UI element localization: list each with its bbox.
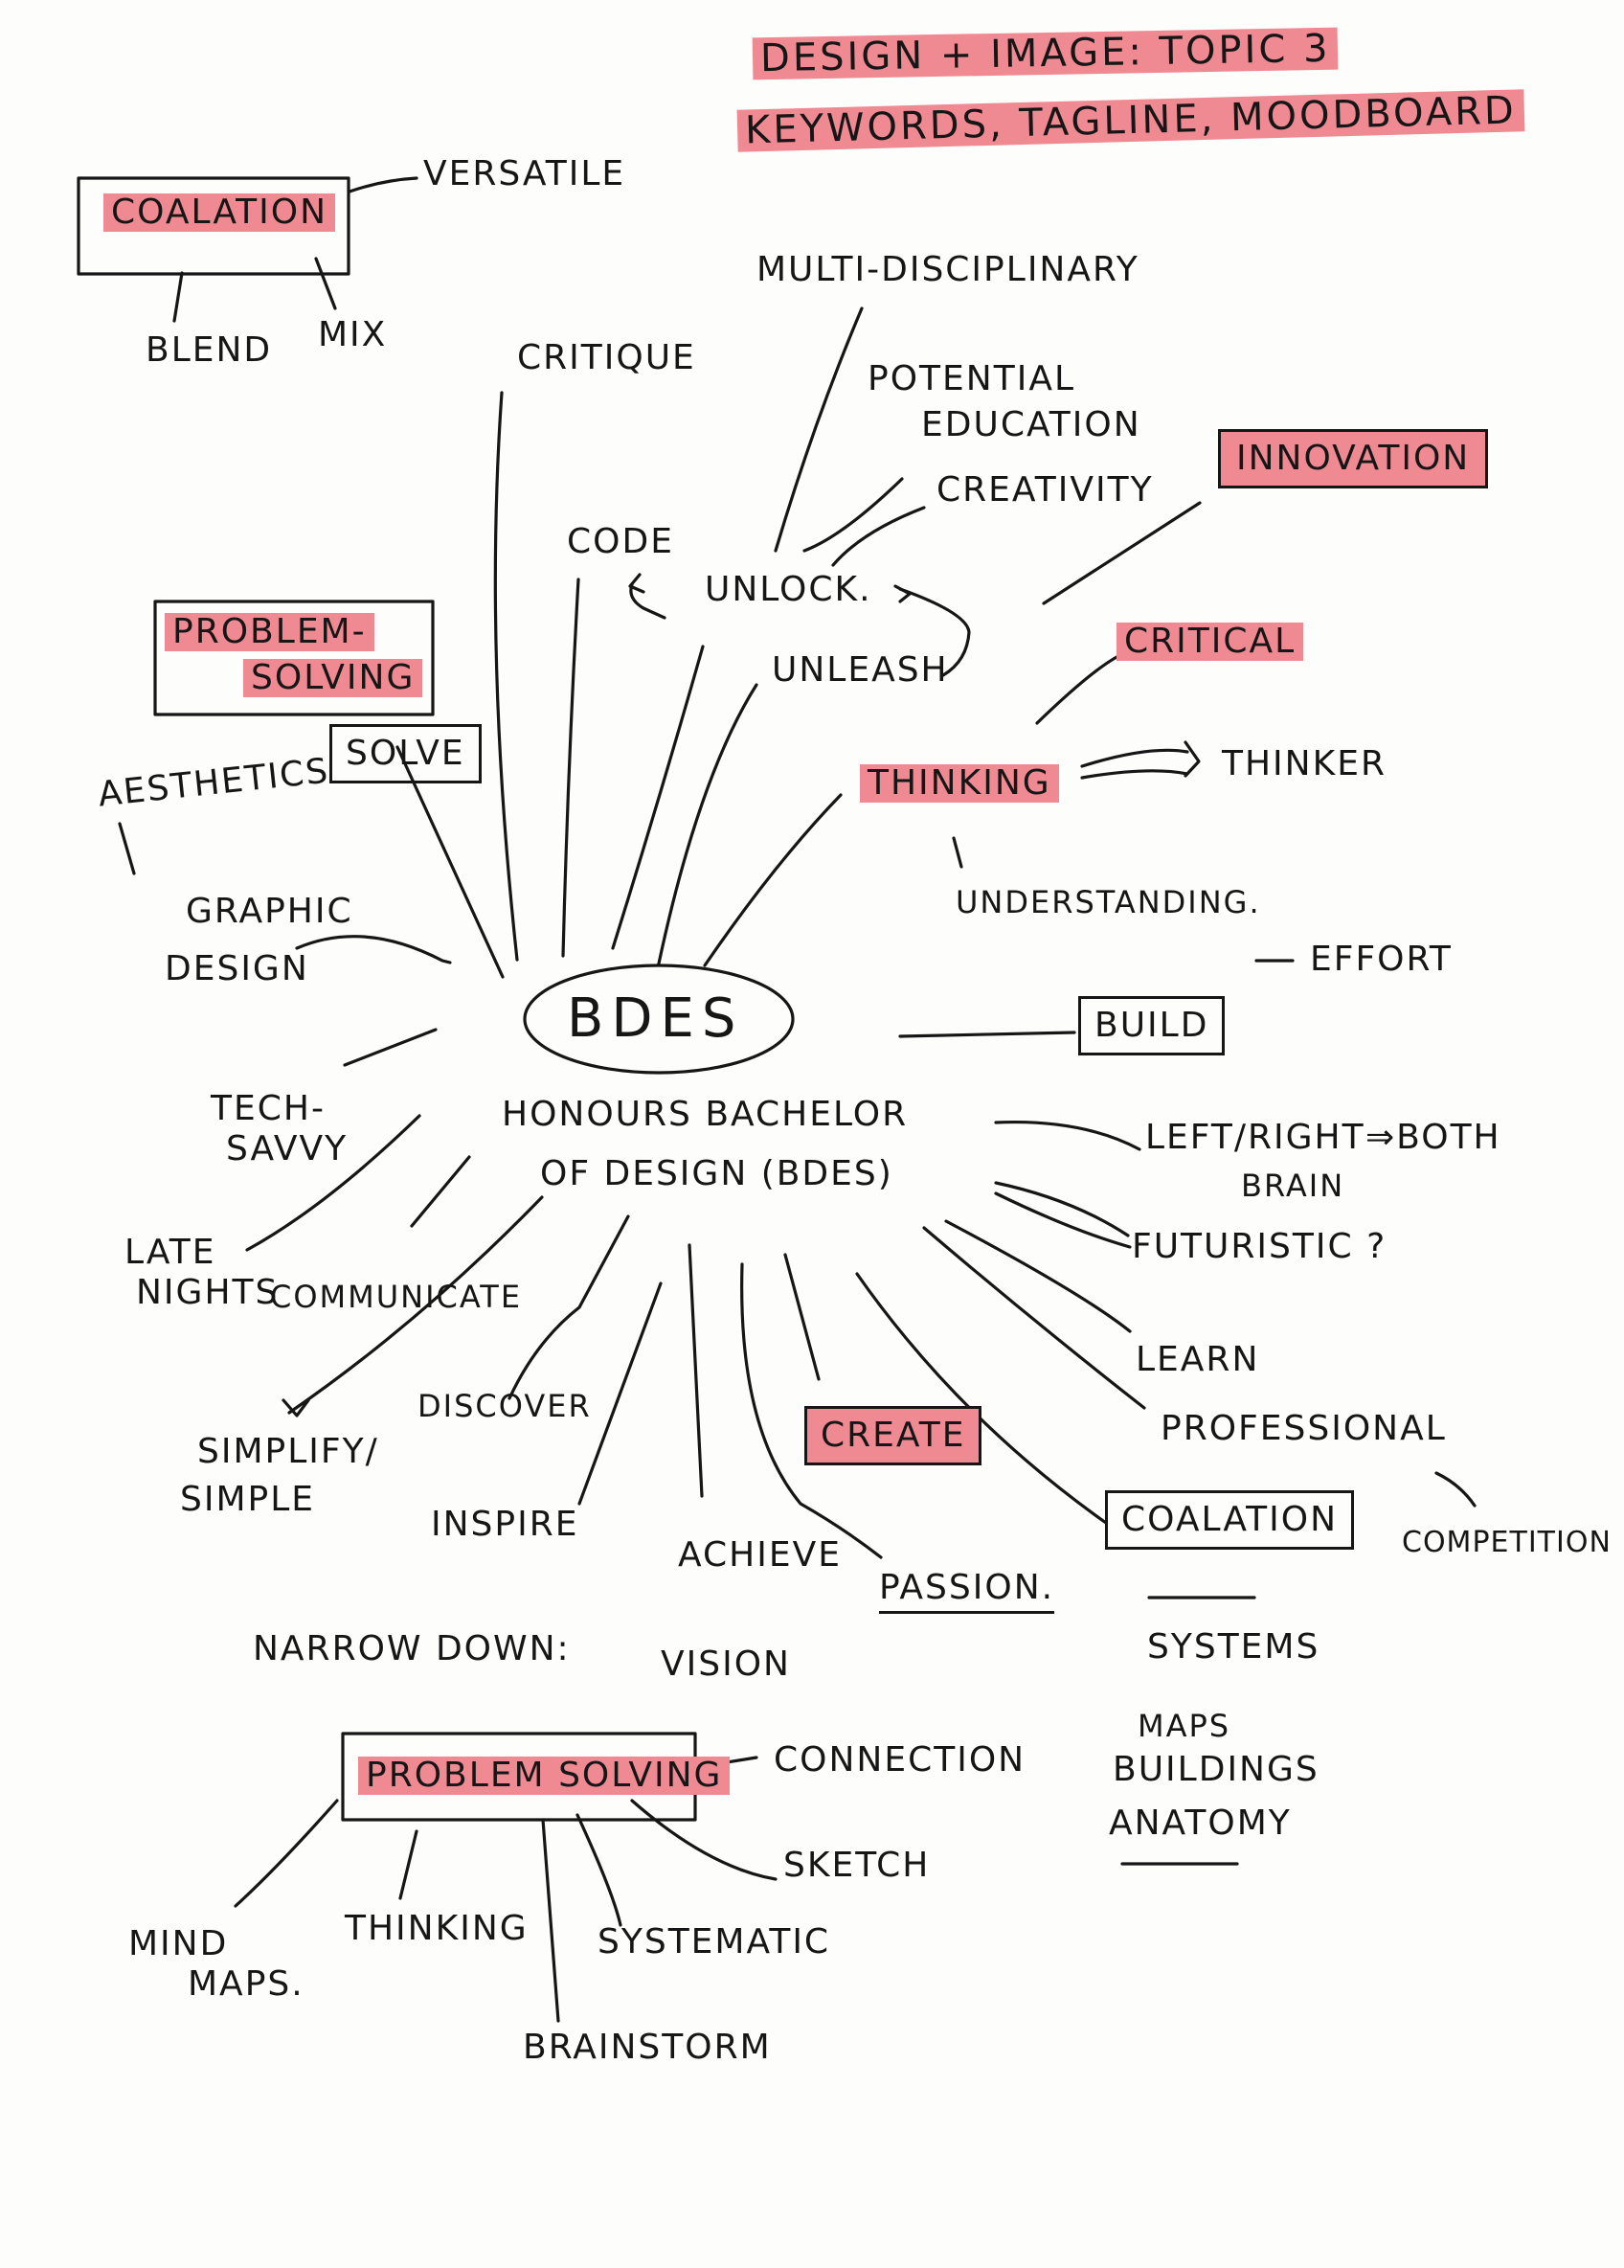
critical-label: CRITICAL	[1116, 623, 1304, 661]
blend-label: BLEND	[146, 330, 273, 370]
bdes-node: BDES	[567, 987, 744, 1050]
learn-label: LEARN	[1136, 1340, 1260, 1379]
innovation-label: INNOVATION	[1218, 429, 1489, 488]
unlock-label: UNLOCK.	[705, 570, 872, 609]
effort-label: EFFORT	[1310, 940, 1453, 979]
potential-label: POTENTIAL	[868, 359, 1076, 398]
solve-label: SOLVE	[329, 724, 482, 783]
systems-label: SYSTEMS	[1147, 1627, 1320, 1667]
problem-solving-box-outline	[153, 600, 435, 716]
anatomy-label: ANATOMY	[1109, 1803, 1292, 1843]
savvy-label: SAVVY	[226, 1129, 349, 1168]
achieve-label: ACHIEVE	[678, 1535, 842, 1575]
mind-label: MIND	[128, 1924, 229, 1963]
maps-label: MAPS	[1138, 1708, 1231, 1744]
professional-label: PROFESSIONAL	[1161, 1409, 1447, 1448]
vision-label: VISION	[661, 1644, 791, 1684]
versatile-label: VERSATILE	[423, 154, 626, 193]
multi-disciplinary-label: MULTI-DISCIPLINARY	[756, 250, 1139, 289]
coalation-top-label: COALATION	[103, 193, 336, 232]
connection-label: CONNECTION	[774, 1740, 1026, 1780]
coalation-bottom-label: COALATION	[1105, 1490, 1355, 1550]
competition-label: COMPETITION	[1402, 1526, 1612, 1559]
brainstorm-label: BRAINSTORM	[523, 2028, 772, 2067]
title-line-1: DESIGN + IMAGE: TOPIC 3	[752, 27, 1339, 80]
passion-label: PASSION.	[879, 1571, 1055, 1614]
futuristic-label: FUTURISTIC ?	[1132, 1227, 1387, 1266]
design-label: DESIGN	[165, 949, 309, 988]
systematic-label: SYSTEMATIC	[598, 1922, 831, 1962]
tech-label: TECH-	[211, 1089, 326, 1128]
both-label: ⇒BOTH	[1365, 1118, 1501, 1157]
bdes-ellipse	[523, 964, 795, 1075]
solving-label: SOLVING	[243, 659, 423, 697]
coalation-top-box-outline	[77, 176, 350, 276]
code-label: CODE	[567, 522, 674, 561]
problem-solving-bottom-label: PROBLEM SOLVING	[358, 1757, 731, 1795]
center-subtitle-1: HONOURS BACHELOR	[502, 1095, 909, 1134]
discover-label: DISCOVER	[417, 1388, 592, 1424]
creativity-label: CREATIVITY	[936, 470, 1154, 510]
brain-label: BRAIN	[1241, 1168, 1345, 1204]
communicate-label: COMMUNICATE	[270, 1279, 523, 1315]
thinking2-label: THINKING	[345, 1909, 529, 1948]
unleash-label: UNLEASH	[772, 650, 949, 690]
late-label: LATE	[124, 1233, 216, 1272]
sketch-label: SKETCH	[783, 1846, 931, 1885]
narrow-down-label: NARROW DOWN:	[253, 1629, 571, 1668]
left-right-label: LEFT/RIGHT	[1145, 1118, 1365, 1157]
understanding-label: UNDERSTANDING.	[956, 884, 1261, 920]
critique-label: CRITIQUE	[517, 338, 696, 377]
create-label: CREATE	[804, 1406, 982, 1465]
thinker-label: THINKER	[1222, 744, 1387, 783]
problem-label: PROBLEM-	[165, 613, 374, 651]
mix-label: MIX	[318, 315, 388, 354]
thinking-label: THINKING	[860, 764, 1059, 803]
build-label: BUILD	[1078, 996, 1226, 1055]
buildings-label: BUILDINGS	[1113, 1750, 1320, 1789]
simple-label: SIMPLE	[180, 1480, 316, 1519]
inspire-label: INSPIRE	[431, 1505, 579, 1544]
education-label: EDUCATION	[921, 405, 1141, 444]
maps2-label: MAPS.	[188, 1964, 304, 2004]
graphic-label: GRAPHIC	[186, 892, 353, 931]
nights-label: NIGHTS	[136, 1273, 280, 1312]
simplify-label: SIMPLIFY/	[197, 1432, 379, 1471]
center-subtitle-2: OF DESIGN (BDES)	[540, 1154, 893, 1193]
